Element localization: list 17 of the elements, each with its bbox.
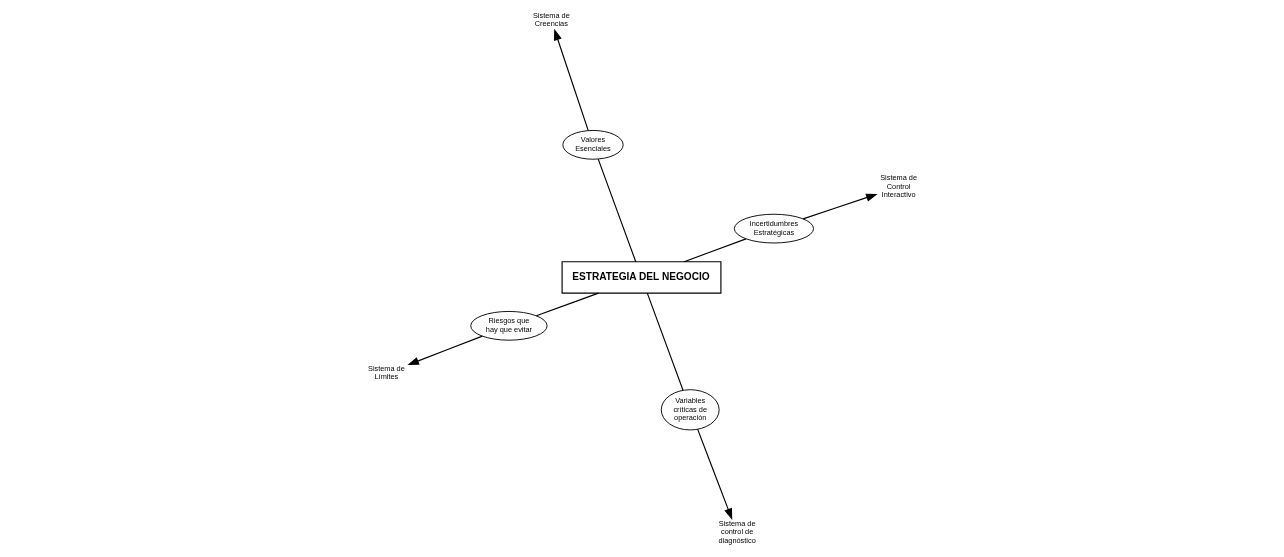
node-ellipse: Valores Esenciales [561, 130, 624, 160]
arrow [802, 193, 878, 220]
node-text: Sistema de Creencias [532, 10, 570, 29]
connector [683, 238, 747, 263]
arrow [696, 428, 732, 520]
arrow [553, 28, 589, 132]
connector [597, 158, 636, 263]
connector [646, 292, 684, 391]
connector [535, 292, 599, 317]
node-box: ESTRATEGIA DEL NEGOCIO [561, 261, 721, 294]
node-ellipse: Variables críticas de operación [660, 389, 720, 431]
node-ellipse: Riesgos que hay que evitar [469, 311, 548, 341]
arrow [406, 335, 483, 366]
node-text: Sistema de Límites [367, 363, 405, 382]
node-text: Sistema de control de diagnóstico [718, 519, 756, 545]
node-ellipse: Incertidumbres Estratégicas [733, 213, 814, 244]
node-text: Sistema de Control Interactivo [879, 173, 917, 199]
